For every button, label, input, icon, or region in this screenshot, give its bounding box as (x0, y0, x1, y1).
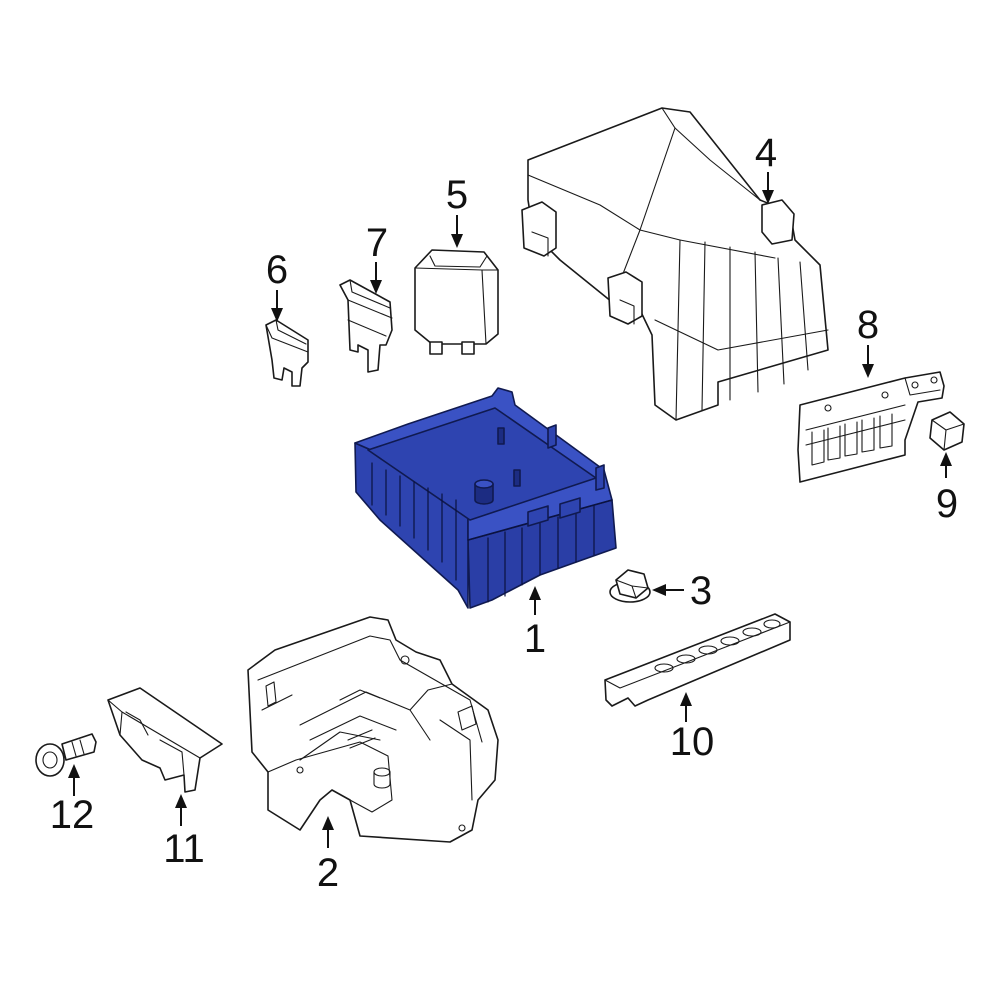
part-5-relay[interactable] (414, 249, 499, 355)
part-12-bolt[interactable] (35, 733, 97, 777)
leader-lines (68, 172, 952, 848)
callout-7[interactable]: 7 (366, 221, 388, 265)
callout-4[interactable]: 4 (755, 131, 777, 175)
callout-2[interactable]: 2 (317, 851, 339, 895)
arrowhead-3 (652, 584, 666, 596)
part-2-lower-tray[interactable] (247, 616, 499, 843)
arrowhead-9 (940, 452, 952, 466)
part-11-clip[interactable] (107, 687, 223, 793)
callout-8[interactable]: 8 (857, 303, 879, 347)
arrowhead-7 (370, 280, 382, 294)
part-8-busbar-bracket[interactable] (797, 371, 945, 483)
arrowhead-4 (762, 190, 774, 204)
callout-1[interactable]: 1 (524, 617, 546, 661)
callout-5[interactable]: 5 (446, 173, 468, 217)
part-3-flange-nut[interactable] (609, 569, 651, 603)
arrowhead-2 (322, 816, 334, 830)
callout-12[interactable]: 12 (50, 793, 95, 837)
callout-6[interactable]: 6 (266, 248, 288, 292)
callout-9[interactable]: 9 (936, 482, 958, 526)
arrowhead-1 (529, 586, 541, 600)
part-6-blade-fuse[interactable] (265, 319, 309, 387)
part-1-fuse-box-housing[interactable] (354, 387, 617, 609)
part-7-maxi-fuse[interactable] (339, 279, 393, 373)
callout-3[interactable]: 3 (690, 569, 712, 613)
callout-labels: 1 2 3 4 5 6 7 8 9 10 11 12 (50, 131, 958, 895)
arrowhead-6 (271, 308, 283, 322)
part-10-fuse-carrier[interactable] (604, 613, 791, 707)
arrowhead-5 (451, 234, 463, 248)
callout-11[interactable]: 11 (163, 827, 205, 871)
part-4-cover[interactable] (521, 107, 829, 421)
arrowhead-12 (68, 764, 80, 778)
arrowhead-10 (680, 692, 692, 706)
part-9-hex-nut[interactable] (929, 411, 965, 451)
callout-10[interactable]: 10 (670, 720, 715, 764)
arrowhead-8 (862, 364, 874, 378)
arrowhead-11 (175, 794, 187, 808)
